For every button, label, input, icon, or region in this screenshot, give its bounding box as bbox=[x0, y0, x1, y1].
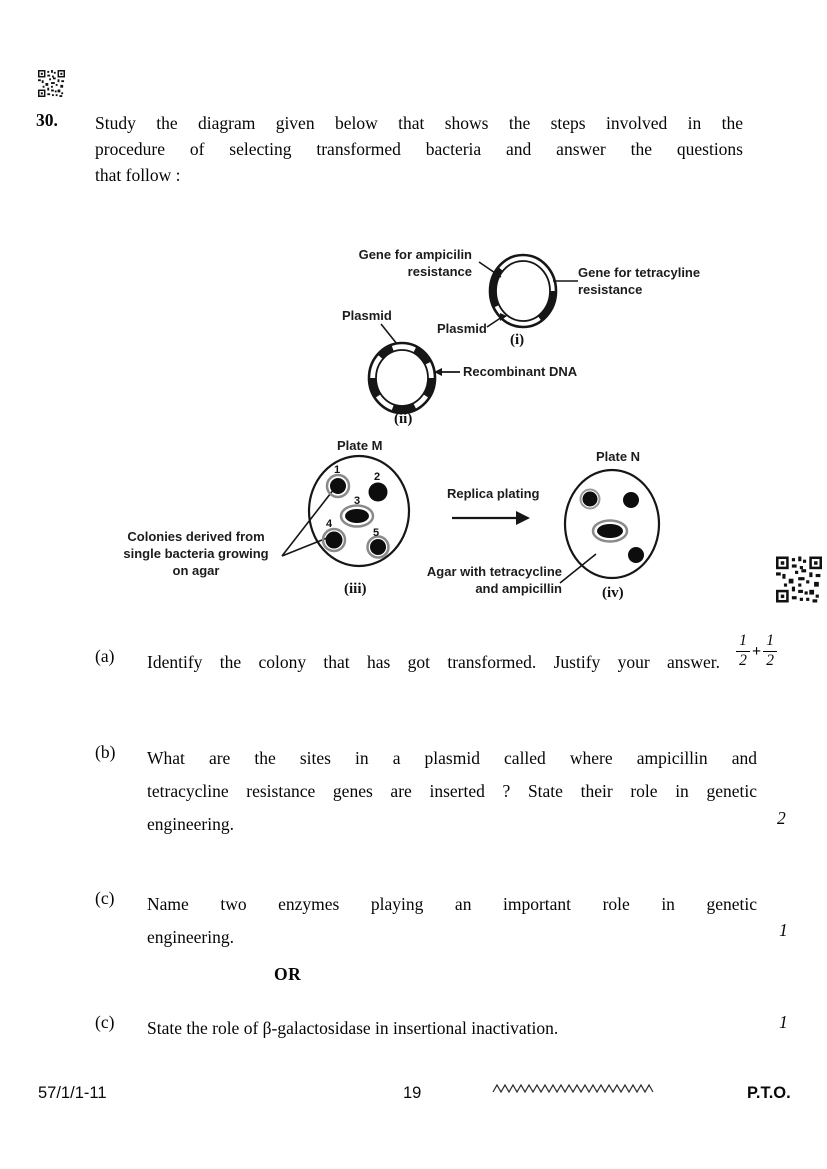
gene-ampicillin-label: Gene for ampicilin resistance bbox=[358, 247, 472, 279]
part-a-label: (a) bbox=[95, 646, 115, 666]
page-number: 19 bbox=[403, 1084, 422, 1102]
gene-tetracycline-label: Gene for tetracyline resistance bbox=[578, 265, 701, 297]
marks-fraction: 1 2 bbox=[736, 632, 750, 670]
fraction-denominator: 2 bbox=[739, 652, 747, 670]
part-c1-line: Name two enzymes playing an important ro… bbox=[147, 894, 757, 914]
numeral-iv: (iv) bbox=[602, 585, 624, 601]
plate-n-circle bbox=[563, 468, 661, 580]
qr-code-side bbox=[776, 556, 822, 603]
question-line: that follow : bbox=[95, 165, 181, 185]
fraction-numerator: 1 bbox=[739, 632, 747, 649]
part-c2-line: State the role of β-galactosidase in ins… bbox=[147, 1018, 559, 1038]
fraction-bar bbox=[763, 650, 778, 652]
leader-plasmid-right bbox=[486, 316, 503, 328]
replica-arrowhead bbox=[516, 511, 530, 525]
question-stem: Study the diagram given below that shows… bbox=[95, 110, 743, 188]
plate-n-colonies bbox=[579, 488, 644, 563]
part-c2-label: (c) bbox=[95, 1012, 115, 1032]
colony-number-2: 2 bbox=[374, 471, 381, 483]
plasmid-label-left: Plasmid bbox=[342, 308, 392, 323]
pto-label: P.T.O. bbox=[747, 1084, 791, 1102]
part-c1-label: (c) bbox=[95, 888, 115, 908]
part-b-marks: 2 bbox=[777, 808, 786, 828]
part-b-line: engineering. bbox=[147, 814, 234, 834]
part-b-line: What are the sites in a plasmid called w… bbox=[147, 748, 757, 768]
question-number: 30. bbox=[36, 110, 58, 130]
plate-m-circle bbox=[307, 454, 411, 568]
plus-sign: + bbox=[752, 643, 762, 661]
numeral-iii: (iii) bbox=[344, 581, 367, 597]
leader-recombinant-arrowhead bbox=[434, 368, 442, 376]
zigzag-divider bbox=[492, 1083, 654, 1094]
qr-code-top bbox=[38, 70, 65, 97]
plasmid-i-circle bbox=[488, 253, 558, 329]
numeral-i: (i) bbox=[510, 332, 525, 348]
leader-ampicillin bbox=[478, 261, 502, 278]
colony-number-5: 5 bbox=[373, 527, 380, 539]
or-separator: OR bbox=[274, 964, 302, 984]
replica-plating-label: Replica plating bbox=[447, 486, 540, 501]
plate-m-colonies bbox=[321, 473, 390, 559]
part-c2-marks: 1 bbox=[779, 1012, 788, 1032]
part-b-text: What are the sites in a plasmid called w… bbox=[147, 742, 757, 841]
plate-m-label: Plate M bbox=[337, 438, 383, 453]
part-a-line: Identify the colony that has got transfo… bbox=[147, 652, 720, 672]
fraction-bar bbox=[736, 650, 750, 652]
plasmid-label-right: Plasmid bbox=[437, 321, 487, 336]
part-c1-line: engineering. bbox=[147, 927, 234, 947]
marks-fraction: 1 2 bbox=[763, 632, 778, 670]
colony-number-3: 3 bbox=[354, 495, 361, 507]
leader-plasmid-left bbox=[380, 323, 398, 345]
fraction-numerator: 1 bbox=[766, 632, 774, 649]
question-line: Study the diagram given below that shows… bbox=[95, 113, 743, 133]
colonies-label: Colonies derived from single bacteria gr… bbox=[123, 529, 269, 578]
part-c1-marks: 1 bbox=[779, 920, 788, 940]
leader-agar bbox=[559, 553, 597, 584]
recombinant-dna-label: Recombinant DNA bbox=[463, 364, 578, 379]
paper-code: 57/1/1-11 bbox=[38, 1084, 107, 1102]
leader-colonies-2 bbox=[281, 537, 328, 557]
plate-n-label: Plate N bbox=[596, 449, 641, 464]
part-a-marks: 1 2 + 1 2 bbox=[736, 632, 778, 670]
leader-plasmid-arrowhead bbox=[500, 313, 507, 321]
part-c1-text: Name two enzymes playing an important ro… bbox=[147, 888, 757, 954]
numeral-ii: (ii) bbox=[394, 411, 413, 427]
part-b-label: (b) bbox=[95, 742, 116, 762]
agar-label: Agar with tetracycline and ampicillin bbox=[426, 564, 562, 596]
plasmid-ii-circle bbox=[367, 341, 437, 415]
colony-number-4: 4 bbox=[326, 518, 333, 530]
part-a-text: Identify the colony that has got transfo… bbox=[147, 646, 720, 679]
fraction-denominator: 2 bbox=[766, 652, 774, 670]
colony-number-1: 1 bbox=[334, 464, 341, 476]
part-b-line: tetracycline resistance genes are insert… bbox=[147, 781, 757, 801]
question-line: procedure of selecting transformed bacte… bbox=[95, 139, 743, 159]
part-c2-text: State the role of β-galactosidase in ins… bbox=[147, 1012, 757, 1045]
